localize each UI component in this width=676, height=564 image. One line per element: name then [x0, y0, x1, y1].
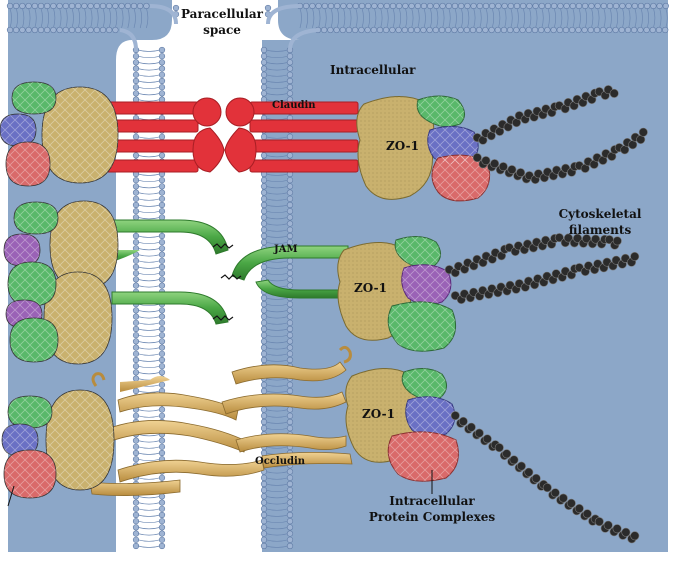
actin-filament-top: [472, 85, 619, 145]
actin-filament-fourth: [450, 252, 640, 304]
paracellular-label-line1: Paracellular: [181, 7, 264, 21]
cytoskeletal-label-line2: filaments: [569, 223, 632, 237]
actin-filament-third: [444, 233, 622, 278]
cytoskeletal-filaments: [444, 85, 648, 544]
cytoskeletal-label-line1: Cytoskeletal: [559, 207, 642, 221]
paracellular-label-line2: space: [203, 23, 241, 37]
occludin-label: Occludin: [255, 456, 306, 467]
actin-filament-second: [472, 127, 648, 185]
zo1-complex-middle: [337, 236, 457, 352]
protein-complexes-label-line1: Intracellular: [389, 494, 475, 508]
zo1-complex-bottom: [345, 368, 459, 482]
zo1-label-middle: ZO-1: [354, 281, 387, 295]
jam-protein: [111, 219, 349, 325]
claudin-label: Claudin: [272, 100, 316, 111]
left-pointer-line: [7, 485, 15, 507]
zo1-complex-top: [356, 95, 491, 202]
claudin-strand-right: [249, 159, 359, 173]
right-cell-cytoplasm: [262, 0, 668, 552]
claudin-protein: [89, 97, 359, 173]
left-protein-complexes: [0, 81, 119, 499]
actin-filament-bottom: [450, 411, 640, 544]
protein-complexes-label-line2: Protein Complexes: [369, 510, 496, 524]
jam-label: JAM: [273, 244, 298, 255]
claudin-strand-right: [249, 139, 359, 153]
occludin-protein: [89, 345, 353, 496]
claudin-strand-right: [249, 119, 359, 133]
intracellular-label: Intracellular: [330, 63, 416, 77]
zo1-label-top: ZO-1: [386, 139, 419, 153]
zo1-label-bottom: ZO-1: [362, 407, 395, 421]
